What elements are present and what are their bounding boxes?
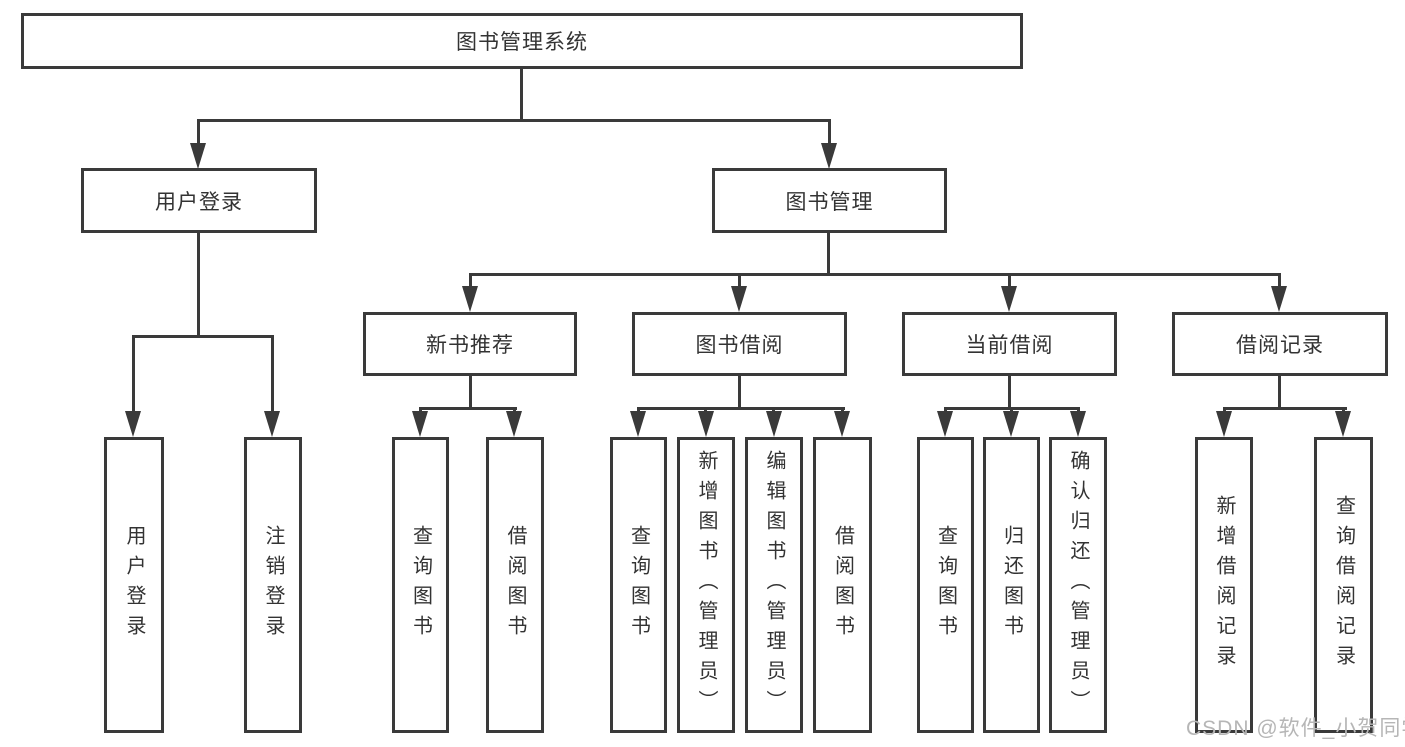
arrow-down-icon (630, 411, 646, 437)
connector-line (469, 376, 472, 410)
arrow-down-icon (125, 411, 141, 437)
node-label: 确认归还（管理员） (1067, 450, 1089, 720)
node-label: 编辑图书（管理员） (763, 450, 785, 720)
leaf-return-books: 归还图书 (983, 437, 1040, 733)
node-borrowing-records: 借阅记录 (1172, 312, 1388, 376)
node-label: 用户登录 (155, 190, 243, 214)
arrow-down-icon (462, 286, 478, 312)
connector-line (197, 119, 200, 146)
connector-line (827, 233, 830, 273)
arrow-down-icon (766, 411, 782, 437)
connector-line (1278, 273, 1281, 288)
arrow-down-icon (698, 411, 714, 437)
node-label: 查询图书 (409, 525, 432, 645)
leaf-edit-books-admin: 编辑图书（管理员） (745, 437, 803, 733)
node-label: 当前借阅 (965, 334, 1054, 357)
leaf-recommend-query-books: 查询图书 (392, 437, 449, 733)
node-label: 注销登录 (262, 525, 284, 645)
arrow-down-icon (731, 286, 747, 312)
leaf-borrowing-query-books: 查询图书 (610, 437, 667, 733)
connector-line (1278, 376, 1281, 410)
arrow-down-icon (937, 411, 953, 437)
node-current-borrowing: 当前借阅 (902, 312, 1117, 376)
leaf-add-borrow-record: 新增借阅记录 (1195, 437, 1253, 733)
arrow-down-icon (1271, 286, 1287, 312)
node-label: 用户登录 (123, 525, 145, 645)
leaf-recommend-borrow-books: 借阅图书 (486, 437, 544, 733)
arrow-down-icon (264, 411, 280, 437)
node-library-management-system: 图书管理系统 (21, 13, 1023, 69)
node-label: 查询借阅记录 (1332, 495, 1355, 675)
connector-line (271, 335, 274, 413)
node-label: 新增图书（管理员） (695, 450, 717, 720)
connector-line (1008, 273, 1011, 288)
node-label: 图书管理 (785, 190, 874, 214)
node-book-management: 图书管理 (712, 168, 947, 233)
connector-line (469, 273, 1281, 276)
node-new-book-recommendation: 新书推荐 (363, 312, 577, 376)
connector-line (828, 119, 831, 146)
node-label: 借阅图书 (831, 525, 854, 645)
arrow-down-icon (1001, 286, 1017, 312)
connector-line (1223, 407, 1347, 410)
leaf-user-login: 用户登录 (104, 437, 164, 733)
connector-line (197, 119, 831, 122)
arrow-down-icon (190, 143, 206, 169)
leaf-logout: 注销登录 (244, 437, 302, 733)
arrow-down-icon (1003, 411, 1019, 437)
leaf-query-borrow-record: 查询借阅记录 (1314, 437, 1373, 733)
node-label: 查询图书 (934, 525, 957, 645)
connector-line (419, 407, 517, 410)
leaf-borrow-books: 借阅图书 (813, 437, 872, 733)
node-user-login: 用户登录 (81, 168, 317, 233)
connector-line (197, 233, 200, 335)
csdn-watermark: CSDN @软件_小贺同学 (1186, 717, 1405, 740)
arrow-down-icon (1335, 411, 1351, 437)
leaf-confirm-return-admin: 确认归还（管理员） (1049, 437, 1107, 733)
connector-line (132, 335, 135, 413)
arrow-down-icon (834, 411, 850, 437)
connector-line (1008, 376, 1011, 410)
node-label: 借阅记录 (1236, 334, 1324, 357)
connector-line (637, 407, 845, 410)
leaf-current-query-books: 查询图书 (917, 437, 974, 733)
node-label: 查询图书 (627, 525, 650, 645)
connector-line (738, 376, 741, 410)
connector-line (520, 68, 523, 119)
node-label: 借阅图书 (504, 525, 526, 645)
node-label: 新增借阅记录 (1213, 495, 1235, 675)
arrow-down-icon (1070, 411, 1086, 437)
connector-line (469, 273, 472, 288)
node-label: 新书推荐 (426, 334, 514, 357)
connector-line (738, 273, 741, 288)
arrow-down-icon (506, 411, 522, 437)
node-label: 归还图书 (1000, 525, 1023, 645)
leaf-add-books-admin: 新增图书（管理员） (677, 437, 735, 733)
arrow-down-icon (412, 411, 428, 437)
arrow-down-icon (821, 143, 837, 169)
connector-line (132, 335, 274, 338)
node-book-borrowing: 图书借阅 (632, 312, 847, 376)
node-label: 图书借阅 (695, 334, 784, 357)
arrow-down-icon (1216, 411, 1232, 437)
node-label: 图书管理系统 (456, 31, 588, 54)
